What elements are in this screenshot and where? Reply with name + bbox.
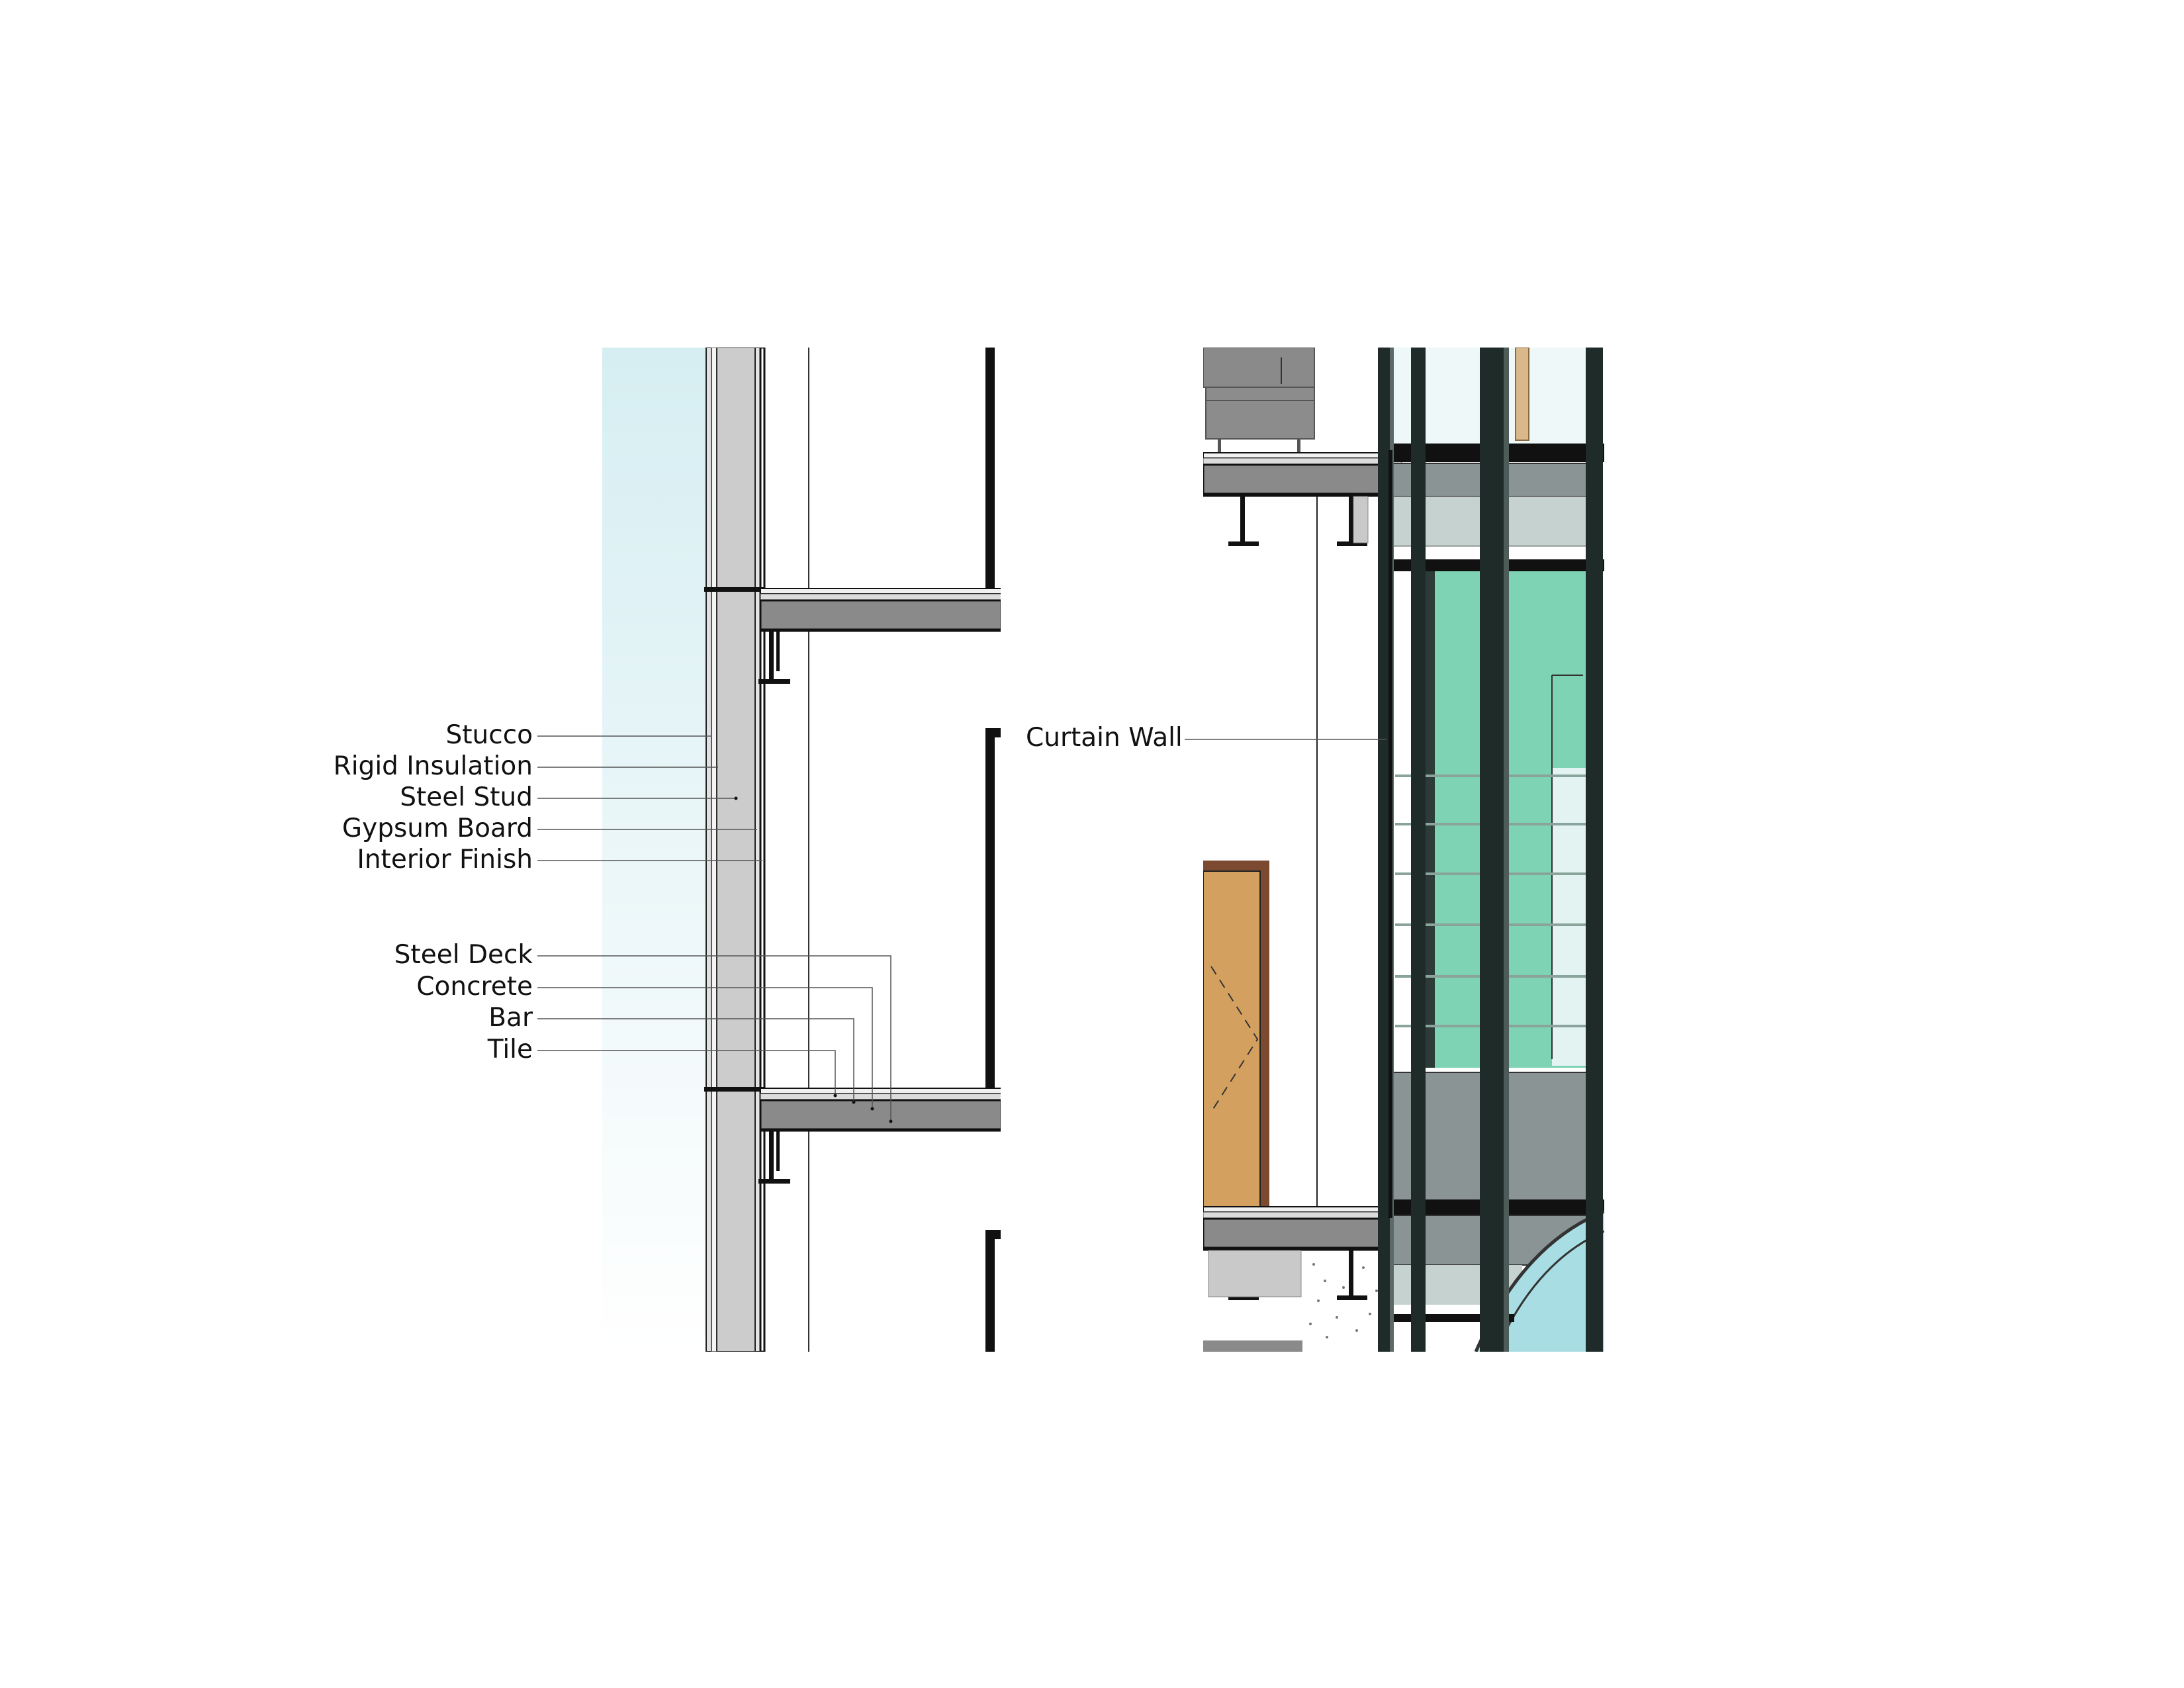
label-curtain-wall: Curtain Wall bbox=[1026, 723, 1183, 753]
stucco-layer bbox=[705, 348, 712, 1352]
label-tile: Tile bbox=[487, 1035, 533, 1064]
leader-endpoints bbox=[734, 796, 893, 1123]
label-steel-stud: Steel Stud bbox=[400, 782, 533, 812]
curtain-wall-facade bbox=[1378, 348, 1604, 1352]
leader-bar bbox=[537, 1018, 854, 1102]
interior-finish-layer bbox=[759, 348, 766, 1352]
leader-concrete bbox=[537, 987, 873, 1109]
leader-tile bbox=[537, 1050, 836, 1096]
exterior-sky-backdrop bbox=[602, 348, 708, 1352]
label-steel-deck: Steel Deck bbox=[394, 940, 533, 970]
curtain-wall-section bbox=[1203, 348, 1604, 1352]
floor-slab-lower bbox=[759, 1088, 1001, 1132]
floor-slab-lower-right bbox=[1203, 1206, 1403, 1251]
exterior-wall-section bbox=[602, 348, 1001, 1352]
label-gypsum-board: Gypsum Board bbox=[342, 814, 533, 843]
label-bar: Bar bbox=[488, 1003, 533, 1033]
wall-floor-break-lower bbox=[704, 1087, 765, 1092]
wall-floor-break-upper bbox=[704, 587, 765, 592]
wood-door bbox=[1203, 861, 1269, 1209]
steel-beam-lower bbox=[758, 1131, 790, 1184]
sofa-furniture bbox=[1203, 348, 1315, 452]
steel-beams-upper-right bbox=[1228, 496, 1369, 546]
concrete-speckle bbox=[1309, 1263, 1385, 1345]
label-interior-finish: Interior Finish bbox=[357, 845, 533, 874]
floor-slab-upper-right bbox=[1203, 452, 1403, 497]
callout-labels: Stucco Rigid Insulation Steel Stud Gypsu… bbox=[334, 720, 1183, 1064]
label-rigid-insulation: Rigid Insulation bbox=[334, 751, 533, 781]
rigid-insulation-layer bbox=[711, 348, 717, 1352]
steel-beams-lower-right bbox=[1203, 1250, 1367, 1352]
leader-lines bbox=[537, 735, 1387, 1121]
leader-steel-deck bbox=[537, 955, 891, 1121]
label-stucco: Stucco bbox=[445, 720, 533, 750]
interior-partition-walls bbox=[985, 348, 1001, 1352]
floor-slab-upper bbox=[759, 588, 1001, 632]
steel-beam-upper bbox=[758, 632, 790, 684]
label-concrete: Concrete bbox=[416, 972, 533, 1002]
steel-stud-layer bbox=[716, 348, 756, 1352]
